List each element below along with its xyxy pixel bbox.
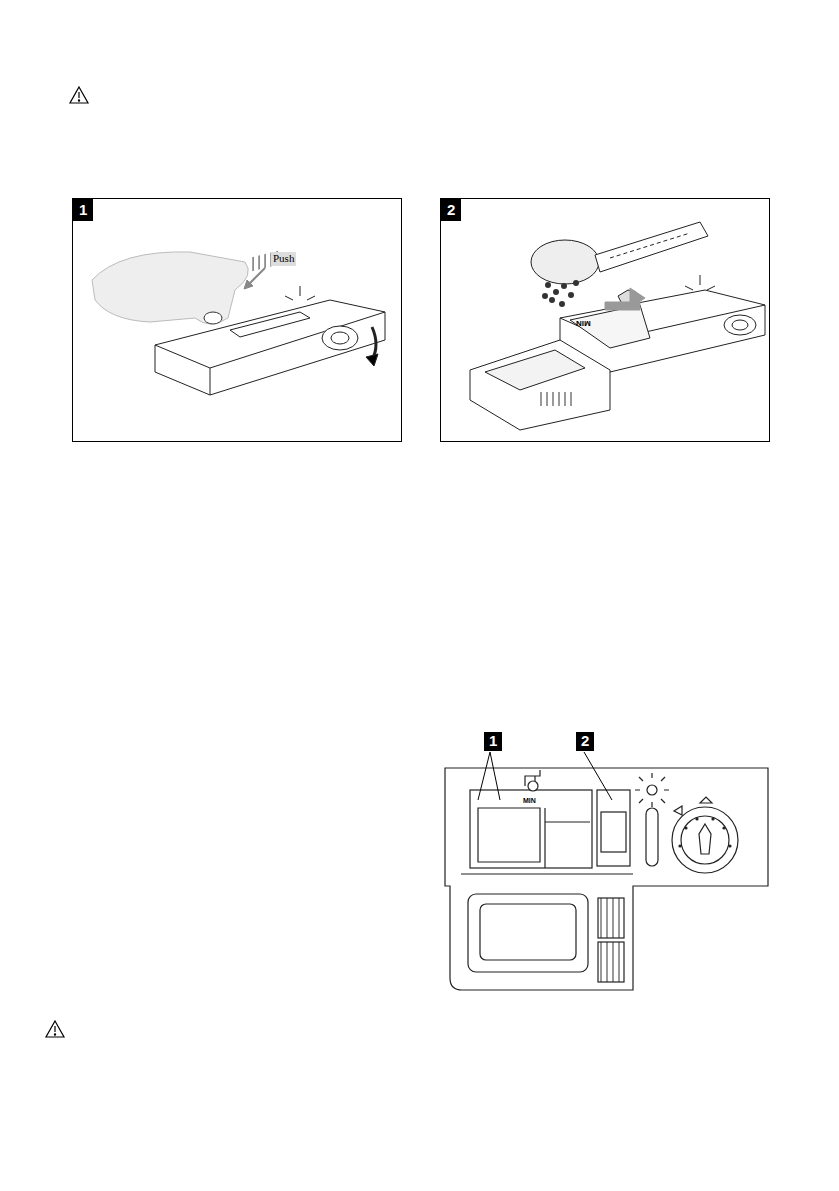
step-number: 2 xyxy=(441,199,461,221)
min-mark: MIN xyxy=(576,318,591,328)
step-panel: 1 xyxy=(72,198,402,442)
leader-line xyxy=(478,752,612,800)
step-panel: 2 xyxy=(440,198,770,442)
push-label: Push xyxy=(271,252,296,266)
dispenser-open xyxy=(470,222,765,430)
callout-number: 2 xyxy=(576,732,594,751)
step-number: 1 xyxy=(73,199,93,221)
dispenser-plan xyxy=(445,768,768,990)
min-mark: MIN xyxy=(521,797,538,806)
callout-number: 1 xyxy=(484,732,502,751)
dispenser-closed xyxy=(92,251,385,395)
warning-symbol xyxy=(46,87,88,1037)
